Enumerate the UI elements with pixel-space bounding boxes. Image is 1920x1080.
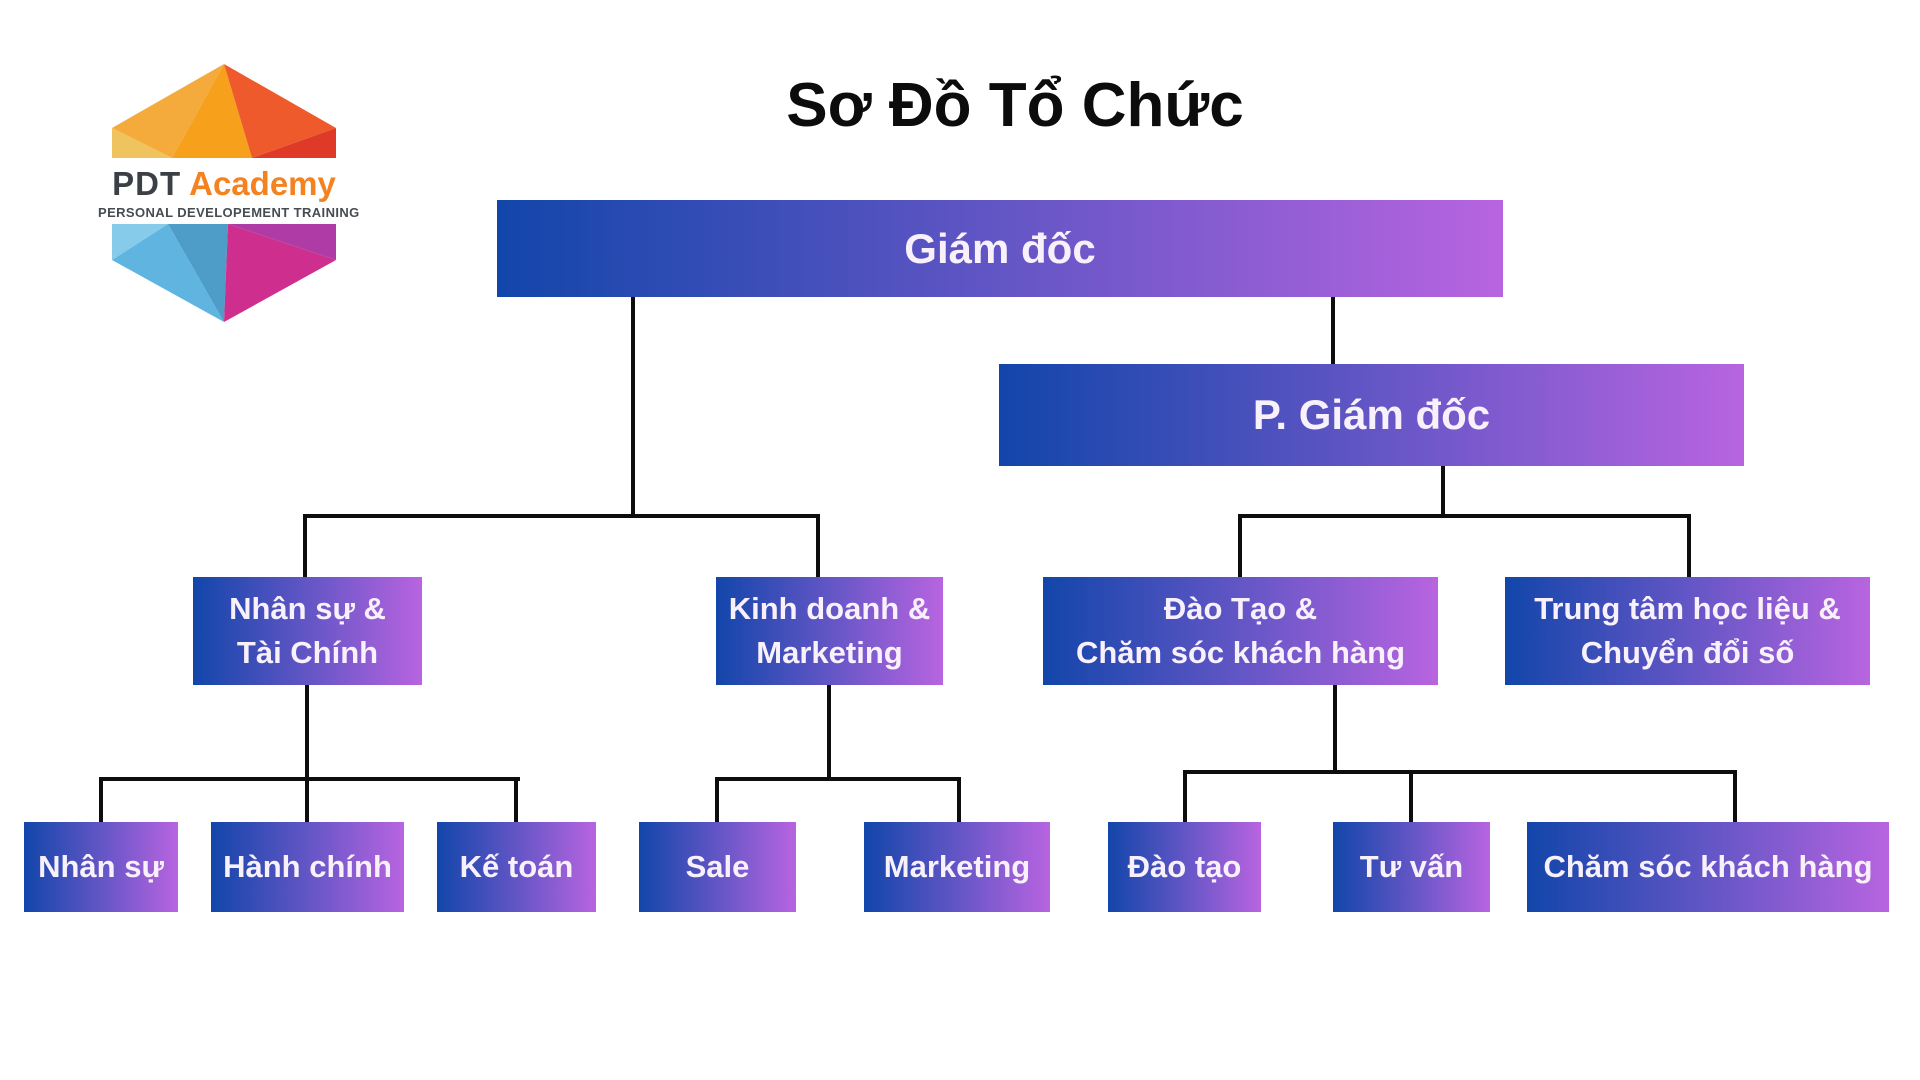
connector-line (1238, 514, 1242, 577)
org-node-label: Chăm sóc khách hàng (1543, 849, 1873, 884)
connector-line (1733, 770, 1737, 822)
org-node-label-line1: Nhân sự & (229, 591, 386, 626)
org-node-label-line2: Marketing (756, 635, 903, 670)
connector-line (99, 777, 103, 822)
org-node-label-line1: Trung tâm học liệu & (1534, 591, 1841, 626)
connector-line (305, 685, 309, 822)
org-node-label-line2: Chăm sóc khách hàng (1075, 635, 1406, 670)
connector-line (816, 514, 820, 577)
org-node-label: Giám đốc (904, 224, 1096, 272)
connector-line (514, 777, 518, 822)
connector-line (1333, 685, 1337, 772)
connector-line (715, 777, 961, 781)
org-node-label: Hành chính (223, 849, 392, 884)
connector-line (1183, 770, 1187, 822)
org-node-hanh-chinh: Hành chính (211, 822, 404, 912)
connector-line (957, 777, 961, 822)
connector-line (631, 297, 635, 518)
org-node-kinh-doanh-marketing: Kinh doanh & Marketing (716, 577, 943, 685)
org-node-marketing: Marketing (864, 822, 1050, 912)
org-node-label-line2: Chuyển đổi số (1580, 635, 1795, 670)
org-node-label: Nhân sự (38, 849, 164, 884)
connector-line (827, 685, 831, 779)
org-node-dao-tao: Đào tạo (1108, 822, 1261, 912)
org-node-label: Tư vấn (1359, 849, 1464, 884)
logo-brand-academy: Academy (189, 165, 336, 202)
connector-line (1687, 514, 1691, 577)
logo-brand-pdt: PDT (112, 165, 182, 202)
connector-line (303, 514, 307, 577)
connector-line (1331, 297, 1335, 364)
org-node-label-line2: Tài Chính (236, 635, 379, 670)
org-node-label: Đào tạo (1127, 849, 1242, 884)
org-node-label: Kế toán (459, 849, 574, 884)
org-node-nhan-su-tai-chinh: Nhân sự & Tài Chính (193, 577, 422, 685)
connector-line (303, 514, 820, 518)
org-node-sale: Sale (639, 822, 796, 912)
org-node-label-line1: Kinh doanh & (728, 591, 931, 626)
connector-line (1441, 466, 1445, 518)
org-node-ke-toan: Kế toán (437, 822, 596, 912)
connector-line (99, 777, 520, 781)
org-node-tu-van: Tư vấn (1333, 822, 1490, 912)
org-node-label: Sale (685, 849, 750, 884)
connector-line (1238, 514, 1691, 518)
org-node-p-giam-doc: P. Giám đốc (999, 364, 1744, 466)
org-node-label-line1: Đào Tạo & (1163, 591, 1318, 626)
org-node-dao-tao-cham-soc-khach-hang: Đào Tạo & Chăm sóc khách hàng (1043, 577, 1438, 685)
connector-line (1183, 770, 1737, 774)
connector-line (715, 777, 719, 822)
org-node-nhan-su: Nhân sự (24, 822, 178, 912)
org-node-cham-soc-khach-hang: Chăm sóc khách hàng (1527, 822, 1889, 912)
page-title: Sơ Đồ Tổ Chức (786, 71, 1244, 140)
org-node-label: Marketing (883, 849, 1031, 884)
logo-tagline: PERSONAL DEVELOPEMENT TRAINING (98, 205, 360, 220)
connector-line (1409, 770, 1413, 822)
org-node-label: P. Giám đốc (1252, 391, 1491, 438)
org-node-trung-tam-hoc-lieu: Trung tâm học liệu & Chuyển đổi số (1505, 577, 1870, 685)
org-node-giam-doc: Giám đốc (497, 200, 1503, 297)
